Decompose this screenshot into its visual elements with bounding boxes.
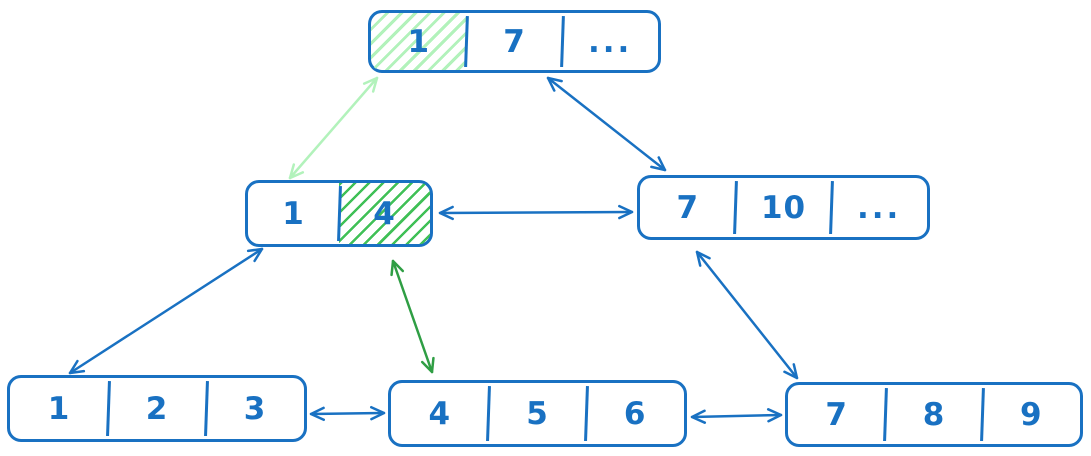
arrow-root-to-internal-left bbox=[288, 76, 379, 180]
cell-value: 4 bbox=[373, 195, 396, 232]
cell-ellipsis: ... bbox=[831, 178, 927, 237]
cell-value: 6 bbox=[623, 395, 647, 432]
cell-value: 7 bbox=[676, 189, 700, 226]
arrowhead bbox=[420, 356, 435, 374]
arrow-internal-left-to-leaf-2 bbox=[391, 259, 434, 374]
cell-value: 2 bbox=[145, 390, 169, 427]
cell-value: 7 bbox=[503, 23, 526, 60]
arrowhead bbox=[288, 163, 305, 180]
arrowhead bbox=[650, 156, 667, 172]
arrow-internal-left-to-leaf-1 bbox=[68, 247, 264, 375]
node-leaf-1: 1 2 3 bbox=[7, 375, 307, 442]
arrowhead bbox=[766, 408, 783, 423]
cell: 1 bbox=[248, 183, 339, 244]
cell: 1 bbox=[10, 378, 108, 439]
cell: 5 bbox=[489, 383, 587, 444]
arrowhead bbox=[246, 247, 264, 263]
cell-value: ... bbox=[588, 23, 633, 60]
node-internal-left: 1 4 bbox=[245, 180, 433, 247]
cell: 2 bbox=[108, 378, 206, 439]
node-leaf-3: 7 8 9 bbox=[785, 382, 1083, 447]
arrowhead bbox=[618, 204, 634, 220]
cell-value: 1 bbox=[407, 23, 431, 60]
arrowhead bbox=[362, 76, 379, 93]
cell: 10 bbox=[736, 178, 832, 237]
node-root: 1 7 ... bbox=[368, 10, 661, 73]
cell-value: 3 bbox=[243, 390, 267, 427]
arrowhead bbox=[690, 409, 707, 424]
cell-ellipsis: ... bbox=[562, 13, 658, 70]
arrowhead bbox=[370, 405, 386, 421]
arrowhead bbox=[438, 205, 454, 221]
cell-value: 5 bbox=[526, 395, 549, 432]
arrowhead bbox=[390, 259, 405, 277]
cell: 6 bbox=[586, 383, 684, 444]
cell: 9 bbox=[983, 385, 1080, 444]
cell: 4 bbox=[391, 383, 489, 444]
arrowhead bbox=[68, 359, 86, 375]
arrow-internal-left-to-internal-right bbox=[438, 210, 634, 215]
arrow-root-to-internal-right bbox=[546, 76, 667, 172]
cell-value: ... bbox=[857, 189, 902, 226]
cell-value: 9 bbox=[1020, 396, 1043, 433]
arrowhead bbox=[309, 406, 325, 422]
cell-value: 8 bbox=[922, 396, 946, 433]
arrowhead bbox=[783, 363, 799, 380]
cell: 3 bbox=[206, 378, 304, 439]
cell: 7 bbox=[467, 13, 563, 70]
cell-value: 4 bbox=[428, 395, 452, 432]
cell-value: 7 bbox=[825, 396, 848, 433]
cell: 7 bbox=[640, 178, 736, 237]
node-internal-right: 7 10 ... bbox=[637, 175, 930, 240]
arrowhead bbox=[695, 250, 711, 267]
cell: 8 bbox=[885, 385, 982, 444]
arrow-leaf-2-to-leaf-3 bbox=[690, 413, 783, 419]
cell: 7 bbox=[788, 385, 885, 444]
node-leaf-2: 4 5 6 bbox=[388, 380, 687, 447]
cell-value: 1 bbox=[282, 195, 305, 232]
cell-highlighted-light-green: 1 bbox=[371, 13, 467, 70]
cell-highlighted-green: 4 bbox=[339, 183, 430, 244]
cell-value: 1 bbox=[47, 390, 71, 427]
arrowhead bbox=[546, 76, 563, 92]
arrow-leaf-1-to-leaf-2 bbox=[309, 411, 386, 416]
arrow-internal-right-to-leaf-3 bbox=[695, 250, 799, 380]
cell-value: 10 bbox=[760, 189, 807, 226]
